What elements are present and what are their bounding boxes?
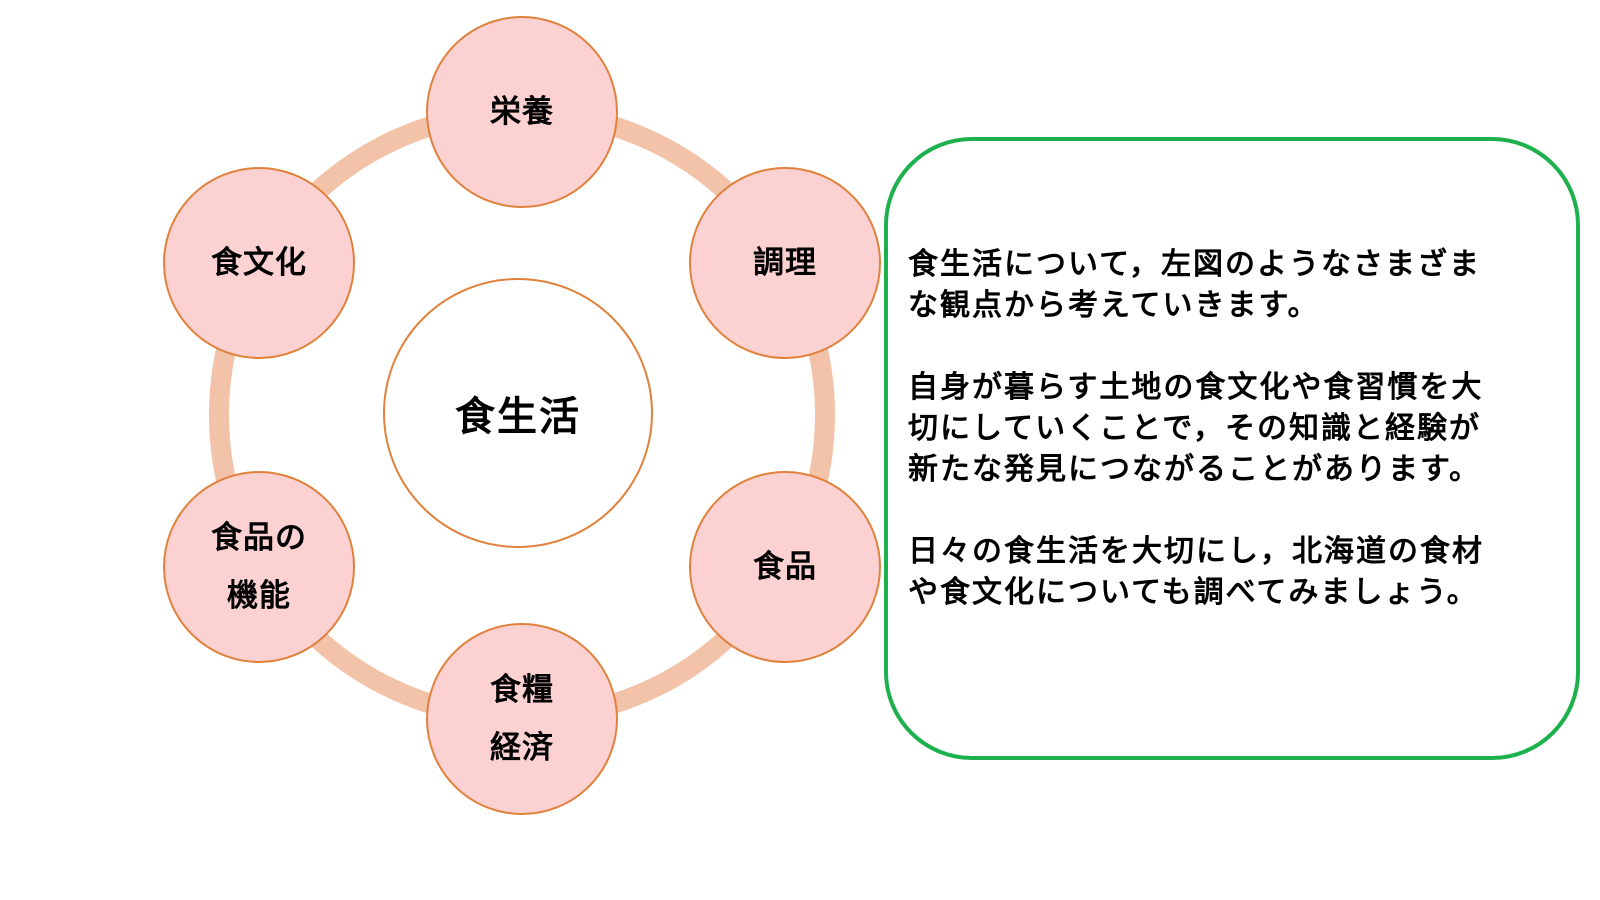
node-food-economy: 食糧 経済: [426, 623, 618, 815]
node-nutrition-label: 栄養: [490, 94, 554, 129]
node-cooking: 調理: [689, 167, 881, 359]
node-food-economy-label: 食糧 経済: [490, 672, 554, 765]
node-food: 食品: [689, 471, 881, 663]
node-nutrition: 栄養: [426, 16, 618, 208]
note-paragraph-2: 自身が暮らす土地の食文化や食習慣を大 切にしていくことで，その知識と経験が 新た…: [908, 371, 1484, 486]
node-food-culture-label: 食文化: [211, 245, 307, 280]
node-food-function: 食品の 機能: [163, 471, 355, 663]
node-food-culture: 食文化: [163, 167, 355, 359]
center-circle: 食生活: [383, 278, 653, 548]
node-food-label: 食品: [753, 549, 817, 584]
note-paragraph-1: 食生活について，左図のようなさまざま な観点から考えていきます。: [908, 248, 1481, 322]
node-cooking-label: 調理: [753, 245, 817, 280]
note-paragraph-3: 日々の食生活を大切にし，北海道の食材 や食文化についても調べてみましょう。: [908, 535, 1484, 609]
note-box: 食生活について，左図のようなさまざま な観点から考えていきます。 自身が暮らす土…: [884, 137, 1580, 760]
center-circle-label: 食生活: [455, 395, 581, 439]
node-food-function-label: 食品の 機能: [211, 520, 307, 613]
